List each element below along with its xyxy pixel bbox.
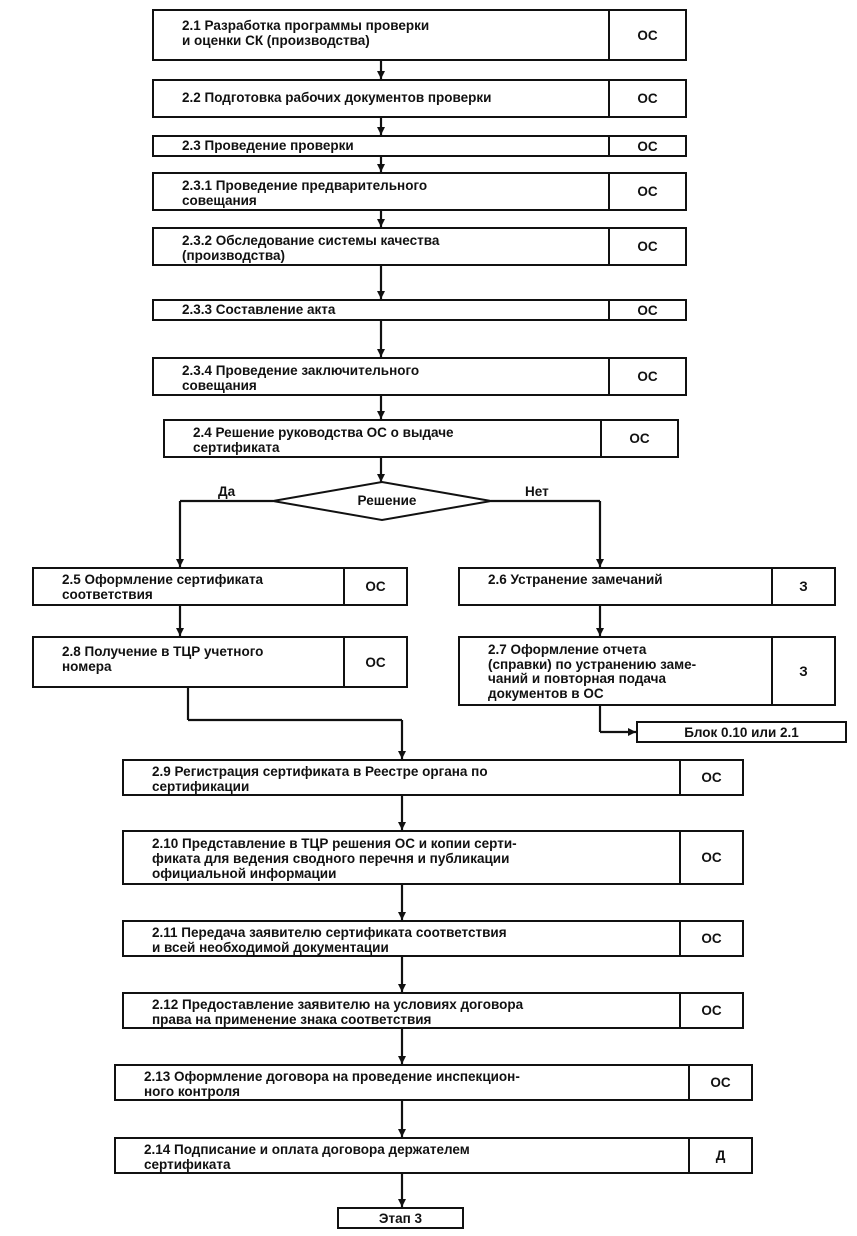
step-2-2-responsible: ОС bbox=[608, 81, 685, 116]
decision-yes-label: Да bbox=[218, 484, 236, 499]
arrowhead-11 bbox=[377, 349, 385, 357]
step-2-4: 2.4 Решение руководства ОС о выдаче серт… bbox=[163, 419, 679, 458]
step-2-13: 2.13 Оформление договора на проведение и… bbox=[114, 1064, 753, 1101]
arrowhead-42 bbox=[398, 1129, 406, 1137]
arrowhead-27 bbox=[398, 751, 406, 759]
step-2-3-responsible: ОС bbox=[608, 137, 685, 155]
arrowhead-3 bbox=[377, 127, 385, 135]
step-2-6-responsible: З bbox=[771, 569, 834, 604]
step-2-3-text: 2.3 Проведение проверки bbox=[182, 138, 354, 153]
step-2-3-1-text: 2.3.1 Проведение предварительного совеща… bbox=[182, 178, 428, 208]
block-reference: Блок 0.10 или 2.1 bbox=[636, 721, 847, 743]
step-2-3-4-text: 2.3.4 Проведение заключительного совещан… bbox=[182, 363, 420, 393]
arrowhead-9 bbox=[377, 291, 385, 299]
step-2-2: 2.2 Подготовка рабочих документов провер… bbox=[152, 79, 687, 118]
step-2-11-responsible: ОС bbox=[679, 922, 742, 955]
step-2-3: 2.3 Проведение проверки ОС bbox=[152, 135, 687, 157]
step-2-9-responsible: ОС bbox=[679, 761, 742, 794]
step-2-14: 2.14 Подписание и оплата договора держат… bbox=[114, 1137, 753, 1174]
step-2-3-3-text: 2.3.3 Составление акта bbox=[182, 302, 336, 317]
arrowhead-34 bbox=[398, 822, 406, 830]
step-2-4-text: 2.4 Решение руководства ОС о выдаче серт… bbox=[193, 425, 454, 455]
step-2-3-2: 2.3.2 Обследование системы качества (про… bbox=[152, 227, 687, 266]
arrowhead-40 bbox=[398, 1056, 406, 1064]
arrowhead-44 bbox=[398, 1199, 406, 1207]
decision-label: Решение bbox=[357, 493, 417, 508]
step-2-5-text: 2.5 Оформление сертификата соответствия bbox=[62, 572, 264, 602]
step-2-6: 2.6 Устранение замечаний З bbox=[458, 567, 836, 606]
step-2-9: 2.9 Регистрация сертификата в Реестре ор… bbox=[122, 759, 744, 796]
end-stage: Этап 3 bbox=[337, 1207, 464, 1229]
arrowhead-15 bbox=[377, 474, 385, 482]
step-2-9-text: 2.9 Регистрация сертификата в Реестре ор… bbox=[152, 764, 488, 794]
decision-no-label: Нет bbox=[525, 484, 549, 499]
step-2-13-text: 2.13 Оформление договора на проведение и… bbox=[144, 1069, 520, 1099]
step-2-3-4: 2.3.4 Проведение заключительного совещан… bbox=[152, 357, 687, 396]
step-2-8-text: 2.8 Получение в ТЦР учетного номера bbox=[62, 644, 264, 674]
arrowhead-32 bbox=[628, 728, 636, 736]
step-2-8-responsible: ОС bbox=[343, 638, 406, 686]
step-2-5-responsible: ОС bbox=[343, 569, 406, 604]
step-2-12-responsible: ОС bbox=[679, 994, 742, 1027]
step-2-7-text: 2.7 Оформление отчета (справки) по устра… bbox=[488, 642, 697, 701]
arrowhead-18 bbox=[176, 559, 184, 567]
step-2-1-responsible: ОС bbox=[608, 11, 685, 59]
arrowhead-13 bbox=[377, 411, 385, 419]
step-2-4-responsible: ОС bbox=[600, 421, 677, 456]
arrowhead-7 bbox=[377, 219, 385, 227]
step-2-13-responsible: ОС bbox=[688, 1066, 751, 1099]
step-2-1: 2.1 Разработка программы проверки и оцен… bbox=[152, 9, 687, 61]
step-2-3-3: 2.3.3 Составление акта ОС bbox=[152, 299, 687, 321]
step-2-3-2-responsible: ОС bbox=[608, 229, 685, 264]
arrowhead-38 bbox=[398, 984, 406, 992]
step-2-7: 2.7 Оформление отчета (справки) по устра… bbox=[458, 636, 836, 706]
step-2-14-text: 2.14 Подписание и оплата договора держат… bbox=[144, 1142, 470, 1172]
step-2-8: 2.8 Получение в ТЦР учетного номера ОС bbox=[32, 636, 408, 688]
step-2-10-responsible: ОС bbox=[679, 832, 742, 883]
step-2-7-responsible: З bbox=[771, 638, 834, 704]
step-2-6-text: 2.6 Устранение замечаний bbox=[488, 572, 663, 587]
step-2-2-text: 2.2 Подготовка рабочих документов провер… bbox=[182, 90, 492, 105]
step-2-1-text: 2.1 Разработка программы проверки и оцен… bbox=[182, 18, 430, 48]
step-2-3-1: 2.3.1 Проведение предварительного совеща… bbox=[152, 172, 687, 211]
step-2-11-text: 2.11 Передача заявителю сертификата соот… bbox=[152, 925, 507, 955]
step-2-11: 2.11 Передача заявителю сертификата соот… bbox=[122, 920, 744, 957]
step-2-10: 2.10 Представление в ТЦР решения ОС и ко… bbox=[122, 830, 744, 885]
step-2-12: 2.12 Предоставление заявителю на условия… bbox=[122, 992, 744, 1029]
arrowhead-23 bbox=[176, 628, 184, 636]
step-2-14-responsible: Д bbox=[688, 1139, 751, 1172]
arrowhead-1 bbox=[377, 71, 385, 79]
arrowhead-5 bbox=[377, 164, 385, 172]
step-2-3-1-responsible: ОС bbox=[608, 174, 685, 209]
step-2-5: 2.5 Оформление сертификата соответствия … bbox=[32, 567, 408, 606]
step-2-3-3-responsible: ОС bbox=[608, 301, 685, 319]
arrowhead-36 bbox=[398, 912, 406, 920]
step-2-3-2-text: 2.3.2 Обследование системы качества (про… bbox=[182, 233, 440, 263]
step-2-3-4-responsible: ОС bbox=[608, 359, 685, 394]
arrowhead-21 bbox=[596, 559, 604, 567]
step-2-10-text: 2.10 Представление в ТЦР решения ОС и ко… bbox=[152, 836, 517, 881]
step-2-12-text: 2.12 Предоставление заявителю на условия… bbox=[152, 997, 524, 1027]
arrowhead-29 bbox=[596, 628, 604, 636]
